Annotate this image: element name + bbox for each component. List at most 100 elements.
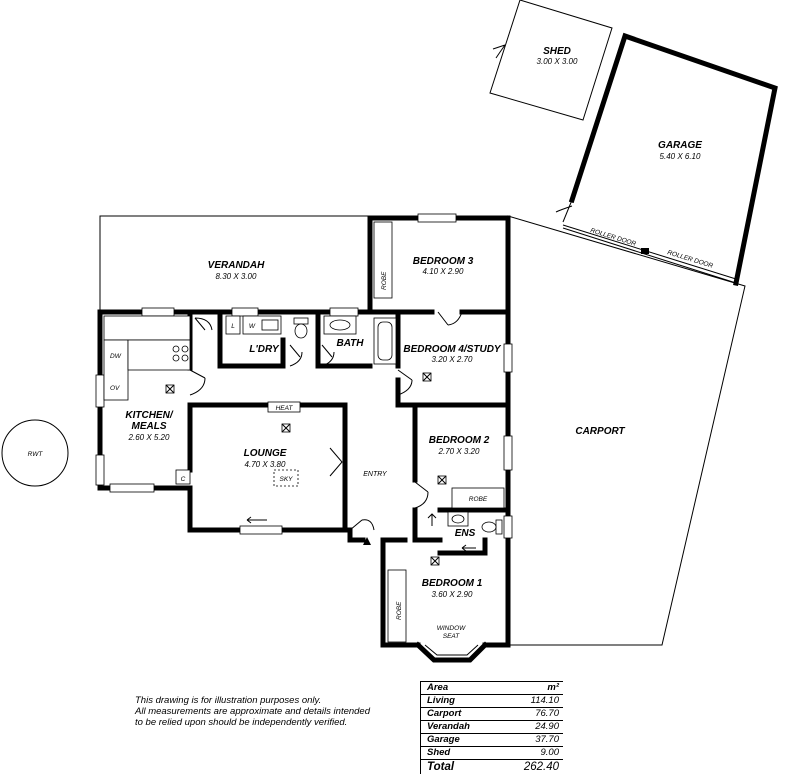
window-laundry [231, 307, 259, 317]
ens-arrow-up [427, 513, 437, 526]
cooktop-ring-2 [181, 345, 189, 353]
garage-walls [568, 32, 778, 286]
garage-front-line [562, 227, 737, 284]
disclaimer: This drawing is for illustration purpose… [135, 695, 415, 728]
area-row-value: 76.70 [535, 708, 559, 719]
garage: ROLLER DOOR ROLLER DOOR GARAGE 5.40 X 6.… [555, 32, 778, 286]
kitchen-name-line1: KITCHEN/ [125, 410, 173, 421]
lounge-arrow [246, 516, 267, 524]
bedroom1-name: BEDROOM 1 [422, 578, 483, 589]
kitchen-island [127, 339, 191, 371]
window-seat-label-2: SEAT [443, 633, 461, 640]
window-kitchen-west [95, 374, 105, 408]
verandah-outline [99, 215, 370, 312]
entry-arrow [363, 537, 371, 545]
area-header-label: Area [427, 682, 449, 693]
ens-toilet [481, 521, 497, 533]
cooktop-ring-4 [181, 354, 189, 362]
area-row: Shed 9.00 [421, 747, 563, 760]
washer-label: W [249, 323, 256, 330]
shed-name: SHED [543, 46, 571, 57]
wet-area-fixtures: L W [225, 315, 397, 365]
dishwasher-label: DW [110, 353, 122, 360]
area-row: Living 114.10 [421, 695, 563, 708]
cupboard-label: C [181, 476, 186, 483]
window-kitchen-west-2 [95, 454, 105, 486]
area-row-label: Carport [427, 708, 462, 719]
rwt-label: RWT [28, 451, 44, 458]
robe-bed3 [373, 221, 393, 299]
kitchen-bench-north [103, 315, 191, 341]
wall-bed4-south [395, 377, 511, 408]
garage-door-swing [555, 205, 573, 213]
kitchen-dims: 2.60 X 5.20 [128, 433, 170, 442]
bedroom3-name: BEDROOM 3 [413, 256, 474, 267]
carport-outline [507, 215, 746, 646]
door-kitchen [189, 369, 206, 396]
door-entry [349, 519, 375, 531]
bath-name: BATH [336, 338, 364, 349]
robe-bed1-label: ROBE [396, 601, 403, 620]
robe-bed2-label: ROBE [469, 496, 488, 503]
bedroom4-name: BEDROOM 4/STUDY [403, 344, 502, 355]
verandah-dims: 8.30 X 3.00 [216, 272, 257, 281]
carport-name: CARPORT [575, 426, 625, 437]
skylight-label: SKY [279, 476, 293, 483]
laundry-tub [225, 315, 241, 335]
area-row-value: 114.10 [530, 695, 559, 706]
bedroom4-dims: 3.20 X 2.70 [432, 355, 473, 364]
wall-laundry [217, 309, 286, 369]
light-lounge [281, 423, 291, 433]
area-row: Verandah 24.90 [421, 721, 563, 734]
area-row-value: 9.00 [540, 747, 560, 758]
area-row-value: 24.90 [535, 721, 559, 732]
shed-door-swing [492, 44, 506, 59]
rainwater-tank [1, 419, 69, 487]
ens-name: ENS [455, 528, 476, 539]
wall-lounge [187, 402, 348, 533]
bedroom2-dims: 2.70 X 3.20 [438, 447, 480, 456]
light-bed2 [437, 475, 447, 485]
light-fixtures [281, 372, 447, 566]
oven-label: OV [110, 385, 120, 392]
skylight [273, 469, 299, 487]
window-lounge [239, 525, 283, 535]
wall-east [367, 215, 511, 648]
window-ens [503, 515, 513, 539]
garage-front-line-2 [562, 224, 737, 280]
door-bed3 [437, 311, 463, 326]
area-row-label: Garage [427, 734, 460, 745]
wall-ens-south [437, 537, 488, 556]
area-row-value: 37.70 [535, 734, 559, 745]
area-row: Carport 76.70 [421, 708, 563, 721]
toilet-cistern [293, 317, 309, 325]
area-header-unit: m² [547, 682, 559, 693]
disclaimer-line: All measurements are approximate and det… [135, 706, 370, 717]
ens-arrow-left [461, 544, 476, 552]
heater [267, 401, 301, 413]
door-bed4 [397, 369, 413, 396]
door-laundry [289, 344, 303, 367]
garage-dims: 5.40 X 6.10 [660, 152, 701, 161]
area-row-label: Shed [427, 747, 451, 758]
light-bed4 [422, 372, 432, 382]
bedroom3-dims: 4.10 X 2.90 [423, 267, 464, 276]
garage-side-door [562, 199, 573, 223]
robe-bed3-label: ROBE [381, 271, 388, 290]
bay-window [414, 641, 489, 663]
disclaimer-line: This drawing is for illustration purpose… [135, 695, 322, 706]
disclaimer-line: to be relied upon should be independentl… [135, 717, 348, 728]
robe-bed1 [387, 569, 407, 643]
kitchen-name-line2: MEALS [132, 421, 167, 432]
area-row-label: Verandah [427, 721, 470, 732]
garage-name: GARAGE [658, 140, 702, 151]
bay-window-seat [424, 644, 479, 656]
door-bed2 [414, 481, 429, 509]
bedroom2-name: BEDROOM 2 [429, 435, 490, 446]
area-table: Area m² Living 114.10 Carport 76.70 Vera… [420, 681, 563, 774]
house-walls [97, 215, 511, 663]
robes: ROBE ROBE ROBE [373, 221, 505, 643]
door-verandah [194, 317, 213, 331]
laundry-tub-label: L [231, 323, 235, 330]
